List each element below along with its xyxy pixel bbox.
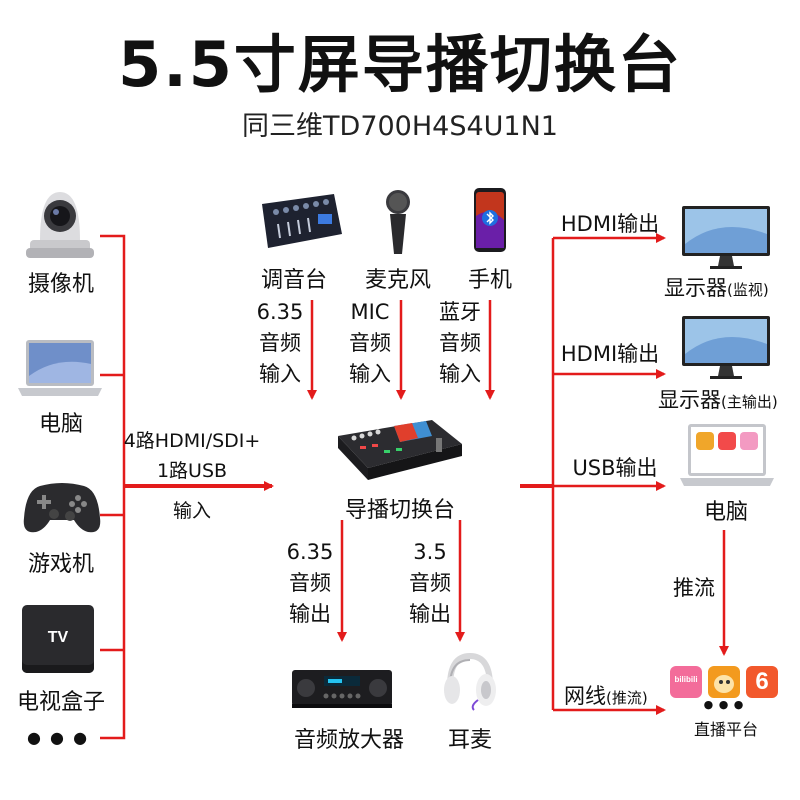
inputs-more: ● ● ● (26, 728, 90, 747)
output-laptop-icon (680, 424, 774, 486)
phone-label: 手机 (467, 268, 512, 293)
monitor-2-sub: (主输出) (721, 393, 778, 411)
audio-out2-line3: 输出 (409, 602, 451, 626)
gamepad-label: 游戏机 (27, 552, 94, 577)
douyu-icon (708, 666, 740, 698)
video-switcher-icon (338, 420, 462, 480)
phone-edge-label: 蓝牙 音频 输入 (434, 297, 486, 390)
phone-edge-line3: 输入 (439, 362, 481, 386)
phone-edge-line1: 蓝牙 (439, 300, 481, 324)
monitor-2-icon (682, 316, 770, 379)
stream-label: 推流 (673, 576, 715, 600)
laptop-icon (18, 340, 102, 396)
laptop-label: 电脑 (38, 412, 83, 437)
audio-out2-edge-label: 3.5 音频 输出 (404, 537, 456, 630)
platform-more: ● ● ● (703, 698, 745, 711)
audio-mixer-icon (262, 194, 342, 248)
bilibili-text: bilibili (674, 675, 698, 684)
audio-amplifier-icon (292, 670, 392, 708)
input-bracket (100, 234, 126, 740)
mic-edge-line3: 输入 (349, 362, 391, 386)
network-name: 网线 (564, 684, 606, 708)
microphone-icon (386, 190, 410, 254)
monitor-1-label: 显示器(监视) (664, 272, 790, 302)
input-edge-label-3: 输入 (172, 500, 211, 522)
platform-label: 直播平台 (693, 720, 758, 739)
monitor-1-icon (682, 206, 770, 269)
monitor-1-sub: (监视) (727, 281, 769, 299)
mixer-edge-line3: 输入 (259, 362, 301, 386)
audio-out2-line1: 3.5 (413, 540, 447, 564)
audio-out1-line3: 输出 (289, 602, 331, 626)
mic-label: 麦克风 (364, 268, 431, 293)
kuaishou-six-icon: 6 (746, 666, 778, 698)
mixer-edge-line1: 6.35 (256, 300, 304, 324)
output-laptop-label: 电脑 (703, 500, 748, 525)
headset-icon (444, 652, 496, 711)
phone-icon (474, 188, 506, 252)
amplifier-label: 音频放大器 (293, 728, 404, 753)
hdmi2-label: HDMI输出 (560, 342, 660, 366)
bilibili-icon: bilibili (670, 666, 702, 698)
input-edge-label-1: 4路HDMI/SDI+ (123, 430, 261, 452)
audio-out1-line2: 音频 (289, 571, 331, 595)
mixer-label: 调音台 (260, 268, 327, 293)
camera-label: 摄像机 (27, 272, 94, 297)
network-sub: (推流) (606, 689, 648, 707)
mic-edge-label: MIC 音频 输入 (344, 297, 396, 390)
phone-edge-line2: 音频 (439, 331, 481, 355)
mic-edge-line2: 音频 (349, 331, 391, 355)
hdmi1-label: HDMI输出 (560, 212, 660, 236)
network-output-label: 网线(推流) (564, 680, 664, 710)
gamepad-icon (23, 483, 101, 533)
input-edge-label-2: 1路USB (156, 460, 228, 482)
monitor-2-name: 显示器 (658, 388, 721, 412)
tvbox-label: 电视盒子 (16, 690, 105, 715)
mic-edge-line1: MIC (350, 300, 390, 324)
mixer-edge-label: 6.35 音频 输入 (254, 297, 306, 390)
headset-label: 耳麦 (447, 728, 492, 753)
switcher-label: 导播切换台 (344, 498, 455, 523)
audio-out1-line1: 6.35 (286, 540, 334, 564)
page-title: 5.5寸屏导播切换台 (118, 28, 682, 101)
page-subtitle: 同三维TD700H4S4U1N1 (242, 111, 558, 142)
monitor-1-name: 显示器 (664, 276, 727, 300)
tv-box-text: TV (47, 629, 69, 646)
audio-out2-line2: 音频 (409, 571, 451, 595)
ptz-camera-icon (26, 192, 94, 258)
audio-out1-edge-label: 6.35 音频 输出 (284, 537, 336, 630)
tv-box-icon: TV (22, 605, 94, 673)
mixer-edge-line2: 音频 (259, 331, 301, 355)
usb-output-label: USB输出 (572, 456, 658, 480)
monitor-2-label: 显示器(主输出) (658, 384, 798, 414)
six-text: 6 (755, 668, 769, 695)
